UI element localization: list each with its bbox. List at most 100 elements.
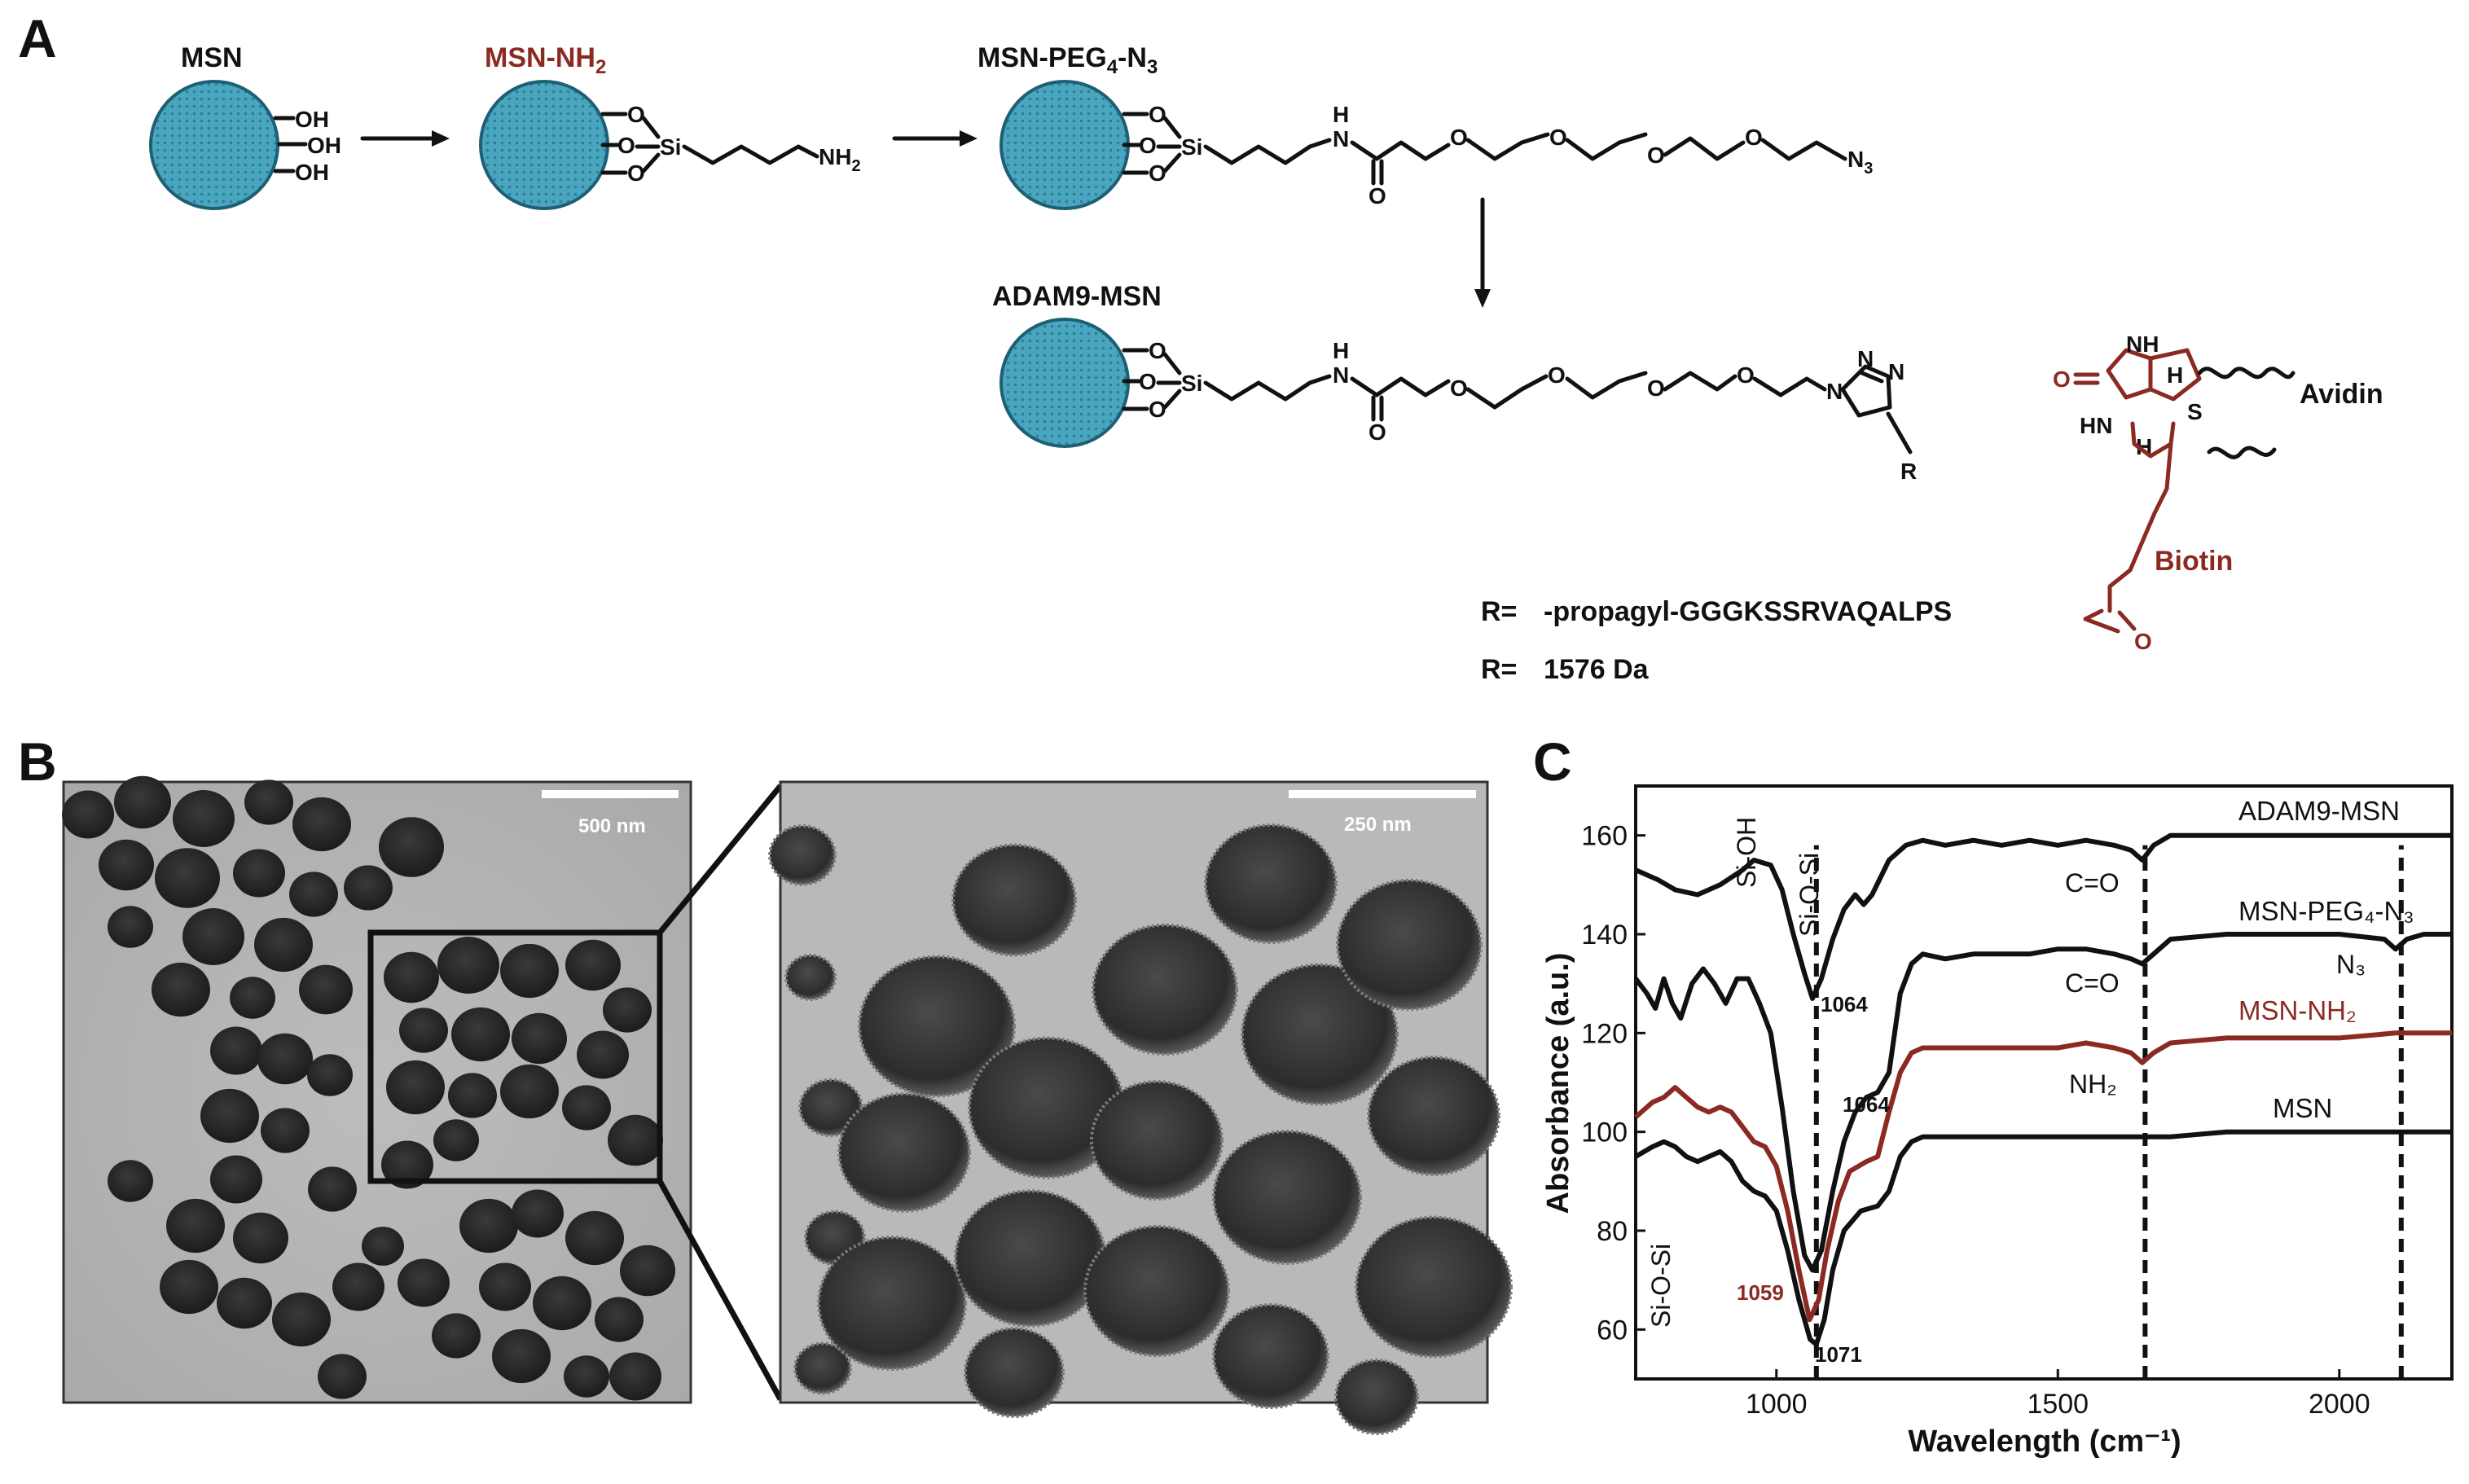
svg-text:N: N bbox=[1333, 362, 1349, 388]
series-line-1 bbox=[1633, 932, 2452, 1273]
panel-label-a: A bbox=[18, 8, 57, 68]
tem-particle-zoom bbox=[954, 1189, 1107, 1328]
reference-lines bbox=[1813, 845, 2404, 1379]
y-tick-label: 60 bbox=[1597, 1315, 1628, 1346]
x-tick-label: 1000 bbox=[1746, 1389, 1808, 1420]
adam9-chain: O O O Si H N O O O O O N N N bbox=[1122, 338, 1917, 484]
tem-particle bbox=[500, 943, 559, 999]
panel-a: A MSN OH OH OH MSN-NH2 O O O Si NH2 MSN-… bbox=[18, 8, 2383, 685]
tem-particle-zoom bbox=[1092, 923, 1238, 1056]
tem-particle bbox=[257, 1033, 313, 1085]
svg-text:O: O bbox=[1549, 125, 1567, 150]
tem-particle bbox=[114, 775, 171, 829]
tem-particle bbox=[565, 939, 621, 991]
biotin-label: Biotin bbox=[2155, 546, 2233, 577]
annotation-si-o-si-left: Si-O-Si bbox=[1646, 1244, 1676, 1328]
tem-particle bbox=[210, 1155, 262, 1204]
panel-label-c: C bbox=[1533, 731, 1572, 792]
tem-particle bbox=[500, 1064, 559, 1119]
svg-text:OH: OH bbox=[307, 133, 341, 158]
tem-particle bbox=[379, 817, 444, 877]
tem-particle bbox=[230, 977, 275, 1019]
series-label-adam9: ADAM9-MSN bbox=[2238, 796, 2400, 826]
msn-particle-icon bbox=[149, 80, 279, 210]
msn-nh2-particle-icon bbox=[479, 80, 609, 210]
tem-particle bbox=[254, 917, 313, 973]
svg-text:HN: HN bbox=[2080, 413, 2112, 438]
avidin-label: Avidin bbox=[2300, 379, 2383, 410]
tem-particle bbox=[603, 987, 652, 1033]
tem-particle bbox=[433, 1119, 479, 1161]
svg-text:O: O bbox=[1368, 419, 1386, 445]
tem-particle bbox=[609, 1352, 661, 1401]
svg-text:OH: OH bbox=[295, 160, 329, 185]
tem-particle bbox=[565, 1210, 624, 1266]
svg-text:Si: Si bbox=[1181, 371, 1202, 396]
tem-particle bbox=[512, 1012, 567, 1065]
tem-particle bbox=[155, 848, 220, 908]
svg-text:NH2: NH2 bbox=[819, 144, 861, 175]
tem-particle bbox=[62, 790, 114, 839]
series-label-nh2: MSN-NH₂ bbox=[2238, 995, 2357, 1025]
svg-text:OH: OH bbox=[295, 107, 329, 132]
tem-particle bbox=[200, 1088, 259, 1144]
svg-text:O: O bbox=[1149, 102, 1166, 127]
tem-particle-zoom bbox=[1083, 1224, 1230, 1358]
x-tick-label: 1500 bbox=[2027, 1389, 2089, 1420]
panel-b: B 500 nm 250 nm bbox=[18, 731, 1513, 1435]
tem-particle bbox=[289, 872, 338, 917]
tem-particle bbox=[307, 1054, 353, 1096]
tem-particle bbox=[166, 1198, 225, 1253]
adam9-msn-label: ADAM9-MSN bbox=[992, 281, 1162, 312]
scale-bar-left-label: 500 nm bbox=[578, 815, 646, 837]
tem-particle-zoom bbox=[858, 955, 1016, 1098]
tem-particle-zoom bbox=[817, 1236, 967, 1371]
svg-text:O: O bbox=[1647, 143, 1665, 168]
tem-particle bbox=[299, 964, 353, 1015]
tem-particle bbox=[292, 797, 351, 852]
svg-text:N: N bbox=[1888, 359, 1904, 384]
svg-text:H: H bbox=[1333, 338, 1349, 363]
svg-text:O: O bbox=[1149, 397, 1166, 422]
peak-label-1064-mid: 1064 bbox=[1843, 1092, 1890, 1117]
tem-particle bbox=[381, 1140, 433, 1189]
svg-text:R: R bbox=[1900, 459, 1917, 484]
y-tick-label: 80 bbox=[1597, 1216, 1628, 1247]
peak-label-1059: 1059 bbox=[1737, 1280, 1784, 1305]
annotation-si-o-si-top: Si-O-Si bbox=[1795, 853, 1824, 937]
msn-oh-groups: OH OH OH bbox=[273, 107, 341, 185]
r-eq-1: R= bbox=[1481, 596, 1517, 627]
tem-particle bbox=[399, 1008, 448, 1053]
series-line-3 bbox=[1634, 1129, 2452, 1347]
peak-label-1071: 1071 bbox=[1815, 1342, 1862, 1367]
tem-particle bbox=[261, 1108, 310, 1153]
tem-particle bbox=[595, 1297, 644, 1342]
tem-particle-zoom bbox=[784, 954, 837, 1001]
tem-particle bbox=[108, 906, 153, 948]
svg-text:NH: NH bbox=[2126, 331, 2159, 357]
tem-particle bbox=[210, 1026, 262, 1075]
scale-bar-right bbox=[1289, 790, 1476, 798]
zoom-connector-lines bbox=[657, 784, 784, 1401]
svg-text:O: O bbox=[1737, 362, 1755, 388]
svg-text:O: O bbox=[1647, 375, 1665, 401]
svg-text:N: N bbox=[1857, 346, 1874, 371]
x-axis-title: Wavelength (cm⁻¹) bbox=[1908, 1425, 2181, 1459]
tem-particle bbox=[386, 1060, 445, 1115]
tem-particle bbox=[217, 1277, 272, 1329]
adam9-msn-particle-icon bbox=[999, 318, 1130, 448]
y-tick-label: 100 bbox=[1581, 1117, 1628, 1148]
tem-particle bbox=[577, 1030, 629, 1079]
msn-peg-chain: O O O Si H N O O O O O N3 bbox=[1122, 102, 1873, 209]
y-tick-label: 120 bbox=[1581, 1018, 1628, 1049]
svg-text:O: O bbox=[1745, 125, 1763, 150]
msn-peg-particle-icon bbox=[999, 80, 1130, 210]
svg-text:N: N bbox=[1826, 379, 1843, 404]
tem-particle bbox=[432, 1313, 481, 1359]
tem-particle-zoom bbox=[793, 1341, 852, 1395]
chart-frame bbox=[1634, 784, 2454, 1381]
